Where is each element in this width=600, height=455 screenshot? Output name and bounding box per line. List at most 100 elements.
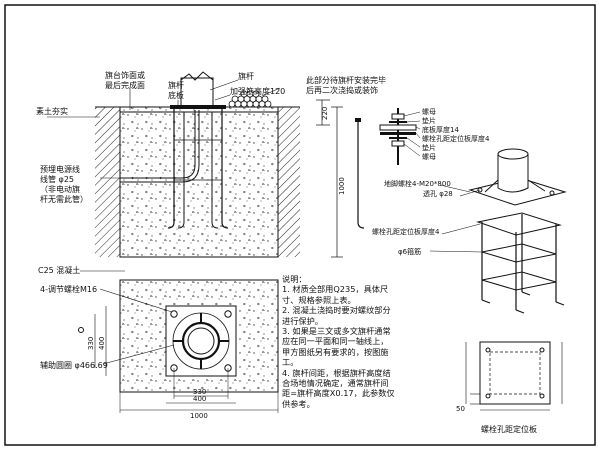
plate-hole-br	[539, 393, 545, 399]
anchor-bolt-right	[221, 105, 229, 229]
iso-pos-plate	[476, 212, 562, 236]
note-line: 说明：	[282, 274, 307, 284]
dim-330-bottom: 330	[193, 388, 206, 396]
isometric-assembly	[429, 148, 567, 314]
iso-rib-2	[527, 179, 546, 192]
leader-pole	[209, 79, 239, 91]
plate-hole-tl	[485, 347, 491, 353]
detail-nut-top	[391, 113, 405, 120]
dim-400-left: 400	[98, 337, 106, 350]
label-rib-height: 加强筋高度120	[230, 86, 285, 96]
label-after-install-2: 后再二次浇捣或装饰	[306, 85, 378, 95]
anchor-bolt-left	[167, 105, 175, 229]
bolt-hole-tr	[224, 310, 232, 318]
label-pos-plate-thick-2: 螺栓孔距定位板厚度4	[372, 227, 440, 236]
label-bolts-plan: 4-调节螺栓M16	[40, 284, 97, 294]
iso-pole-top	[497, 148, 529, 160]
label-pole: 旗杆	[238, 71, 254, 81]
detail-pos-plate	[380, 132, 416, 135]
label-nut-2: 螺母	[422, 152, 436, 161]
ground-hatch-right	[278, 107, 300, 257]
note-line: 合场地情况确定，通常旗杆间	[282, 378, 389, 389]
cage-hoop-1	[481, 243, 557, 263]
label-plate-caption: 螺栓孔距定位板	[481, 424, 537, 434]
cage-foot-3	[555, 301, 565, 306]
label-conduit-2: 线管 φ25	[40, 174, 74, 184]
note-line: 寸、规格参照上表。	[282, 294, 356, 305]
bolt-mark-left	[78, 327, 84, 333]
label-through-hole: 透孔 φ28	[423, 190, 453, 198]
leader-rebar	[429, 250, 483, 253]
power-conduit	[120, 110, 196, 179]
note-line: 距=旗杆高度X0.17，此参数仅	[282, 388, 395, 399]
label-conduit-1: 预埋电源线	[40, 164, 80, 174]
leader-detail-pos	[415, 132, 421, 139]
pole-inner	[187, 327, 215, 355]
label-pole-plate-2: 底板	[168, 90, 184, 100]
note-line: 进行保护。	[282, 315, 323, 326]
gravel-pile	[228, 90, 272, 108]
label-conduit-4: 杆无需此管）	[40, 194, 88, 204]
label-pos-plate-thick: 螺栓孔距定位板厚度4	[422, 134, 490, 143]
dim-50: 50	[456, 405, 465, 413]
drawing-border	[4, 4, 596, 446]
anchor-bolt-inner-right	[211, 112, 219, 229]
iso-rib-1	[484, 179, 499, 193]
label-base-finish-2: 最后完成面	[105, 80, 145, 90]
detail-washer-top	[389, 121, 407, 123]
bolt-detail	[355, 108, 421, 229]
leader-detail-washer2	[406, 137, 421, 148]
note-line: 甲方图纸另有要求的，按图施	[282, 346, 389, 357]
leader-through-hole	[459, 189, 481, 197]
label-base-finish-1: 旗台饰面或	[105, 70, 145, 80]
note-line: 2. 混凝土浇捣时要对螺纹部分	[282, 305, 391, 316]
label-nut: 螺母	[422, 107, 436, 116]
cage-foot-4	[521, 291, 531, 296]
label-aux-circle: 辅助圆圈 φ466.69	[40, 360, 108, 370]
power-conduit-inner	[120, 110, 200, 183]
note-line: 工。	[282, 357, 299, 368]
leader-detail-base	[415, 126, 421, 130]
plate-hole-tr	[539, 347, 545, 353]
iso-hole-2	[549, 190, 555, 196]
dim-1000-vertical: 1000	[338, 177, 346, 195]
pole-break	[180, 71, 214, 81]
leader-aux-circle	[102, 344, 175, 365]
note-line: 3. 如果是三文或多文旗杆通常	[282, 326, 391, 337]
detail-nut-bot	[391, 140, 405, 147]
cage-foot-1	[481, 299, 491, 304]
label-pole-plate-1: 旗杆	[168, 80, 184, 90]
detail-base-plate	[379, 124, 417, 131]
dim-220: 220	[321, 107, 329, 120]
leader-rib	[214, 94, 231, 101]
construction-notes: 说明： 1. 材质全部用Q235，具体尺 寸、规格参照上表。 2. 混凝土浇捣时…	[282, 274, 450, 409]
label-washer-1: 垫片	[422, 116, 436, 125]
label-conduit-3: （非电动旗	[40, 184, 80, 194]
anchor-bolt-single-nut	[355, 118, 361, 122]
plan-view	[78, 279, 279, 413]
note-line: 应在同一平面和同一轴线上，	[282, 336, 389, 347]
bolt-hole-tl	[170, 310, 178, 318]
dim-400-bottom: 400	[193, 395, 206, 403]
section-view: 220 1000	[47, 71, 346, 272]
cage-foot-2	[515, 309, 525, 314]
base-plate	[170, 105, 226, 109]
note-line: 1. 材质全部用Q235，具体尺	[282, 284, 389, 295]
label-anchor-bolt: 地脚螺栓4-M20*800	[384, 179, 451, 188]
leader-bolts-plan	[99, 288, 173, 313]
note-line: 4. 旗杆间距，根据旗杆高度结	[282, 367, 391, 378]
leader-detail-nut	[403, 111, 421, 117]
label-plain-soil: 素土夯实	[36, 106, 68, 116]
note-line: 供参考。	[282, 398, 315, 409]
leader-after-install	[261, 87, 281, 97]
positioning-plate	[465, 341, 563, 411]
detail-washer-bot	[389, 137, 407, 139]
label-base-thick: 底板厚度14	[422, 125, 459, 134]
anchor-bolt-inner-left	[177, 112, 185, 229]
label-after-install-1: 此部分待旗杆安装完毕	[306, 75, 386, 85]
label-concrete: C25 混凝土	[38, 265, 80, 275]
cage-hoop-2	[481, 271, 557, 291]
plate-outline	[479, 341, 551, 405]
